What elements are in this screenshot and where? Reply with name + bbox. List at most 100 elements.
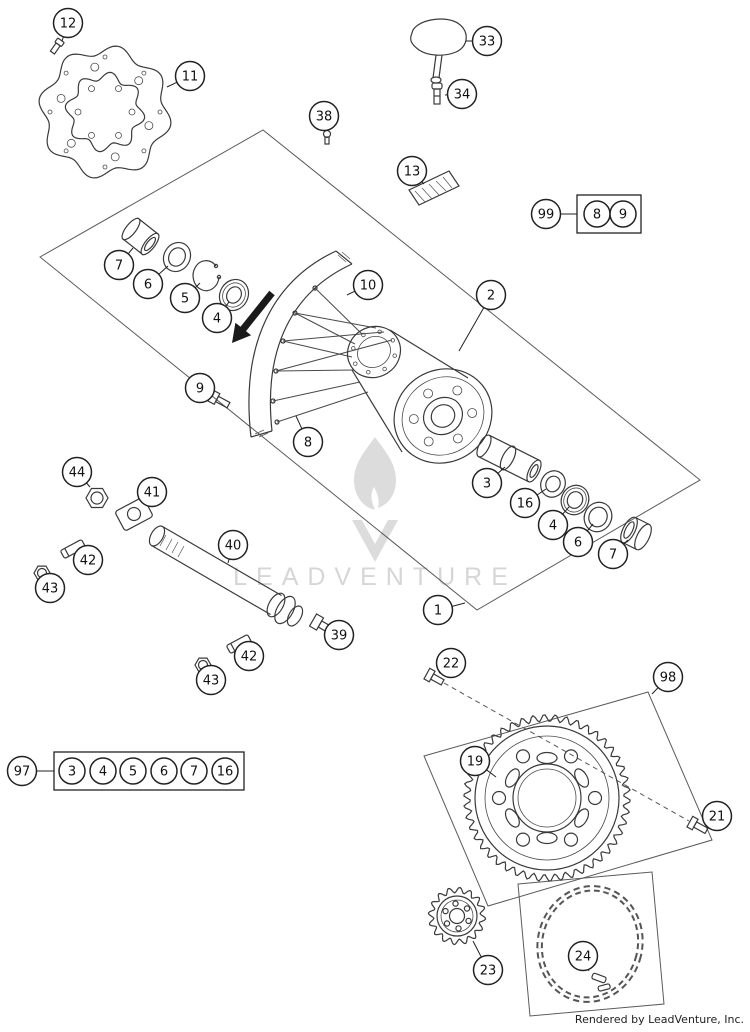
balloon-circle[interactable] [609, 200, 637, 228]
balloon-circle[interactable] [52, 7, 84, 39]
balloon-circle[interactable] [211, 757, 239, 785]
leadventure-watermark: LEADVENTURE [233, 437, 517, 591]
callout-99[interactable]: 99 [530, 198, 578, 230]
leader-line [486, 769, 497, 778]
balloon-circle[interactable] [472, 954, 504, 986]
callout-7[interactable]: 7 [597, 538, 629, 570]
balloon-circle[interactable] [61, 456, 93, 488]
balloon-circle[interactable] [530, 198, 562, 230]
balloon-number: 33 [479, 35, 496, 50]
balloon-number: 7 [609, 548, 617, 563]
balloon-circle[interactable] [119, 757, 147, 785]
leader-line [623, 539, 629, 545]
balloon-circle[interactable] [396, 155, 428, 187]
callout-2[interactable]: 2 [458, 279, 507, 352]
callout-13[interactable]: 13 [396, 155, 428, 187]
callout-6[interactable]: 6 [132, 265, 169, 300]
balloon-circle[interactable] [136, 476, 168, 508]
callout-39[interactable]: 39 [323, 619, 355, 651]
balloon-circle[interactable] [233, 640, 265, 672]
watermark-text: LEADVENTURE [233, 563, 517, 591]
balloon-circle[interactable] [89, 757, 117, 785]
balloon-circle[interactable] [150, 757, 178, 785]
balloon-circle[interactable] [103, 249, 135, 281]
callout-5[interactable]: 5 [119, 757, 147, 785]
callout-97[interactable]: 97 [6, 755, 55, 787]
balloon-circle[interactable] [201, 302, 233, 334]
balloon-number: 5 [129, 765, 137, 780]
callout-1[interactable]: 1 [422, 594, 466, 626]
balloon-circle[interactable] [308, 100, 340, 132]
balloon-circle[interactable] [58, 757, 86, 785]
bolt-22 [423, 667, 445, 686]
balloon-circle[interactable] [352, 269, 384, 301]
balloon-circle[interactable] [6, 755, 38, 787]
callout-12[interactable]: 12 [52, 7, 84, 42]
callout-16[interactable]: 16 [211, 757, 239, 785]
callout-7[interactable]: 7 [180, 757, 208, 785]
balloon-circle[interactable] [537, 509, 569, 541]
balloon-circle[interactable] [701, 800, 733, 832]
bolt-34 [431, 82, 443, 105]
callout-9[interactable]: 9 [184, 372, 216, 404]
balloon-circle[interactable] [471, 25, 503, 57]
callout-23[interactable]: 23 [472, 940, 504, 986]
balloon-number: 3 [483, 477, 491, 492]
callout-4[interactable]: 4 [537, 506, 570, 541]
balloon-circle[interactable] [180, 757, 208, 785]
balloon-circle[interactable] [323, 619, 355, 651]
callout-11[interactable]: 11 [166, 60, 206, 92]
callout-3[interactable]: 3 [471, 466, 506, 499]
callout-16[interactable]: 16 [509, 487, 547, 519]
balloon-circle[interactable] [509, 487, 541, 519]
balloon-circle[interactable] [475, 279, 507, 311]
callout-7[interactable]: 7 [103, 247, 135, 281]
balloon-circle[interactable] [435, 647, 467, 679]
callout-24[interactable]: 24 [567, 940, 599, 972]
callout-34[interactable]: 34 [444, 78, 478, 110]
callout-44[interactable]: 44 [61, 456, 93, 488]
callout-42[interactable]: 42 [233, 640, 265, 672]
callout-19[interactable]: 19 [459, 745, 497, 778]
balloon-circle[interactable] [597, 538, 629, 570]
callout-4[interactable]: 4 [201, 301, 233, 334]
callout-98[interactable]: 98 [651, 661, 684, 695]
balloon-circle[interactable] [34, 572, 66, 604]
callout-3[interactable]: 3 [58, 757, 86, 785]
balloon-circle[interactable] [562, 526, 594, 558]
callout-5[interactable]: 5 [169, 282, 201, 314]
callout-21[interactable]: 21 [701, 800, 733, 832]
callout-41[interactable]: 41 [136, 476, 168, 508]
balloon-circle[interactable] [184, 372, 216, 404]
balloon-circle[interactable] [174, 60, 206, 92]
balloon-circle[interactable] [169, 282, 201, 314]
callout-8[interactable]: 8 [583, 200, 611, 228]
balloon-number: 38 [316, 110, 333, 125]
balloon-circle[interactable] [195, 664, 227, 696]
balloon-number: 2 [487, 289, 495, 304]
balloon-circle[interactable] [72, 544, 104, 576]
callout-33[interactable]: 33 [466, 25, 503, 57]
balloon-circle[interactable] [459, 745, 491, 777]
callout-8[interactable]: 8 [292, 415, 324, 458]
callout-9[interactable]: 9 [609, 200, 637, 228]
callout-43[interactable]: 43 [195, 664, 227, 696]
callout-10[interactable]: 10 [346, 269, 384, 301]
balloon-circle[interactable] [446, 78, 478, 110]
callout-22[interactable]: 22 [435, 647, 467, 679]
callout-40[interactable]: 40 [217, 529, 249, 564]
callout-38[interactable]: 38 [308, 100, 340, 132]
callout-4[interactable]: 4 [89, 757, 117, 785]
leader-line [166, 81, 178, 88]
callout-42[interactable]: 42 [72, 544, 104, 576]
callout-6[interactable]: 6 [150, 757, 178, 785]
callout-6[interactable]: 6 [562, 523, 594, 558]
callout-43[interactable]: 43 [34, 572, 66, 604]
balloon-circle[interactable] [422, 594, 454, 626]
balloon-circle[interactable] [652, 661, 684, 693]
balloon-circle[interactable] [292, 426, 324, 458]
balloon-circle[interactable] [567, 940, 599, 972]
balloon-circle[interactable] [471, 467, 503, 499]
balloon-circle[interactable] [217, 529, 249, 561]
balloon-circle[interactable] [132, 268, 164, 300]
